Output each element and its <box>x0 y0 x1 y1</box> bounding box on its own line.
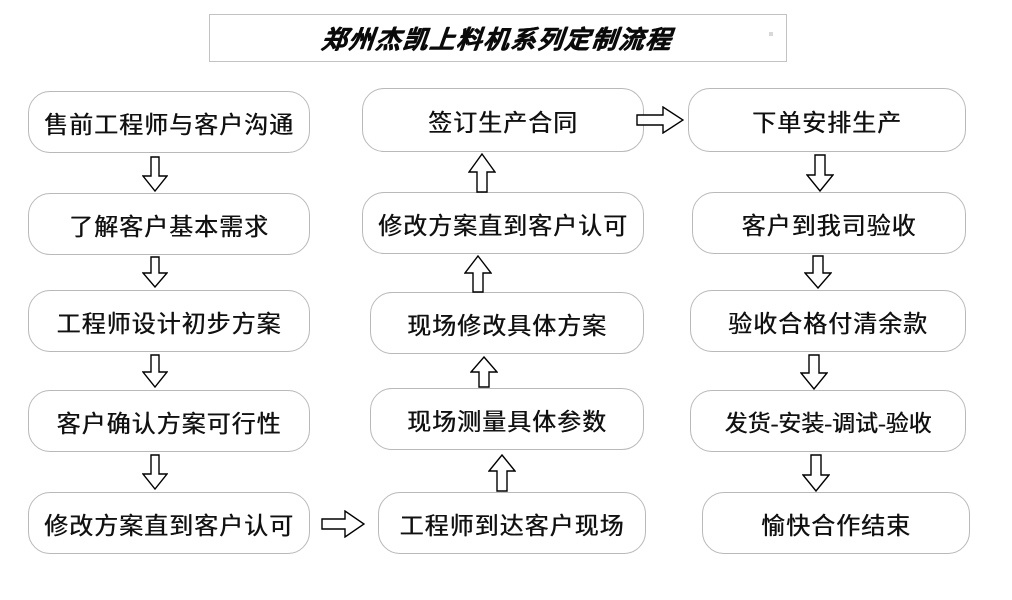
node-l4: 客户确认方案可行性 <box>28 390 310 452</box>
node-r1: 下单安排生产 <box>688 88 966 152</box>
node-m1: 签订生产合同 <box>362 88 644 152</box>
node-l5-label: 修改方案直到客户认可 <box>44 513 294 540</box>
arrow-down-r1-r2 <box>806 154 834 192</box>
arrow-right-l5-m5 <box>321 510 365 538</box>
arrow-down-r4-r5 <box>802 454 830 492</box>
arrow-down-l3-l4 <box>142 354 168 388</box>
arrow-down-r2-r3 <box>804 255 832 289</box>
node-r5: 愉快合作结束 <box>702 492 970 554</box>
node-l2-label: 了解客户基本需求 <box>69 214 269 241</box>
node-m1-label: 签订生产合同 <box>428 110 578 137</box>
node-l2: 了解客户基本需求 <box>28 193 310 255</box>
node-l3-label: 工程师设计初步方案 <box>56 311 282 338</box>
node-l5: 修改方案直到客户认可 <box>28 492 310 554</box>
arrow-up-m3-m2 <box>464 255 492 293</box>
node-m2-label: 修改方案直到客户认可 <box>378 213 628 240</box>
node-l3: 工程师设计初步方案 <box>28 290 310 352</box>
node-m5: 工程师到达客户现场 <box>378 492 646 554</box>
node-l1: 售前工程师与客户沟通 <box>28 91 310 153</box>
arrow-right-m1-r1 <box>636 106 684 134</box>
stray-mark <box>769 32 773 36</box>
node-m2: 修改方案直到客户认可 <box>362 192 644 254</box>
arrow-up-m2-m1 <box>468 153 496 193</box>
node-r5-label: 愉快合作结束 <box>761 513 911 540</box>
node-m3-label: 现场修改具体方案 <box>407 313 607 340</box>
node-m4: 现场测量具体参数 <box>370 388 644 450</box>
node-r3-label: 验收合格付清余款 <box>728 311 928 338</box>
arrow-down-l2-l3 <box>142 256 168 288</box>
arrow-up-m4-m3 <box>470 356 498 388</box>
node-r1-label: 下单安排生产 <box>752 110 902 137</box>
node-m3: 现场修改具体方案 <box>370 292 644 354</box>
chart-title: 郑州杰凯上料机系列定制流程 <box>320 27 675 54</box>
node-r2-label: 客户到我司验收 <box>741 213 917 240</box>
node-m5-label: 工程师到达客户现场 <box>399 513 625 540</box>
arrow-down-l1-l2 <box>142 156 168 192</box>
arrow-down-r3-r4 <box>800 354 828 390</box>
arrow-up-m5-m4 <box>488 454 516 492</box>
arrow-down-l4-l5 <box>142 454 168 490</box>
node-r3: 验收合格付清余款 <box>690 290 966 352</box>
node-r2: 客户到我司验收 <box>692 192 966 254</box>
node-l1-label: 售前工程师与客户沟通 <box>44 112 294 139</box>
node-r4: 发货-安装-调试-验收 <box>690 390 966 452</box>
node-l4-label: 客户确认方案可行性 <box>56 411 282 438</box>
node-r4-label: 发货-安装-调试-验收 <box>724 411 932 436</box>
node-m4-label: 现场测量具体参数 <box>407 409 607 436</box>
chart-title-box: 郑州杰凯上料机系列定制流程 <box>209 14 787 62</box>
